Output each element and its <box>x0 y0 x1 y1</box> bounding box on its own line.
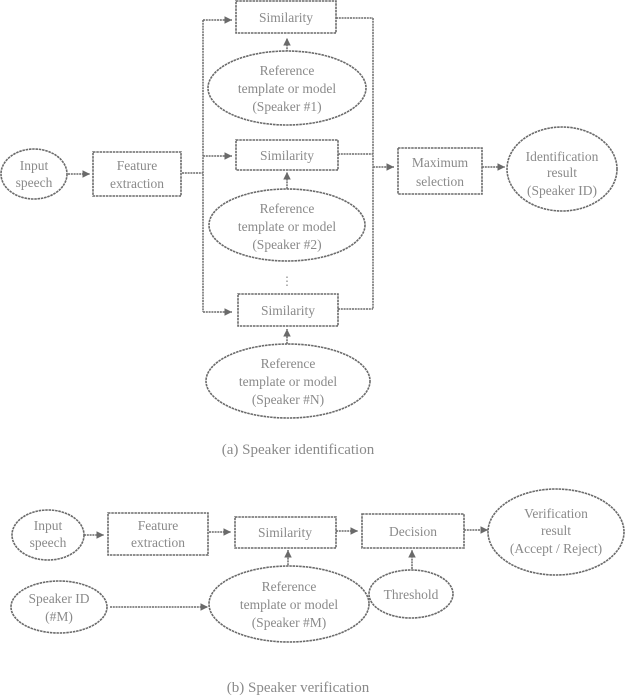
reference-1-label-1: Reference <box>260 63 315 78</box>
similarity-node-1: Similarity <box>235 0 337 34</box>
maximum-selection-node: Maximum selection <box>397 147 483 195</box>
input-speech-label-1: Input <box>20 158 49 173</box>
v-reference-label-1: Reference <box>262 579 317 594</box>
v-result-label-2: result <box>541 523 571 538</box>
caption-identification: (a) Speaker identification <box>222 442 375 458</box>
max-selection-label-1: Maximum <box>412 155 469 170</box>
reference-1-label-2: template or model <box>238 81 336 96</box>
v-input-speech-label-1: Input <box>34 518 63 533</box>
v-feature-extraction-label-1: Feature <box>138 518 178 533</box>
reference-node-n: Reference template or model (Speaker #N) <box>205 343 371 419</box>
v-feature-extraction-label-2: extraction <box>131 535 185 550</box>
verification-diagram: Input speech Feature extraction Similari… <box>10 488 625 696</box>
speaker-id-label-1: Speaker ID <box>28 591 89 606</box>
ellipsis-more-speakers: ⋮ <box>281 274 293 288</box>
v-result-label-1: Verification <box>524 506 588 521</box>
v-input-speech-label-2: speech <box>30 535 67 550</box>
similarity-node-2: Similarity <box>235 139 339 171</box>
v-reference-label-2: template or model <box>240 597 338 612</box>
id-result-label-1: Identification <box>526 149 599 164</box>
reference-n-label-1: Reference <box>261 356 316 371</box>
id-result-label-2: result <box>547 165 577 180</box>
feature-extraction-label-1: Feature <box>117 158 157 173</box>
verification-result-node: Verification result (Accept / Reject) <box>487 488 625 576</box>
similarity-node-n: Similarity <box>237 293 339 327</box>
decision-label: Decision <box>389 524 437 539</box>
reference-2-label-1: Reference <box>260 201 315 216</box>
decision-node: Decision <box>361 513 465 549</box>
identification-diagram: Input speech Feature extraction Similari… <box>0 0 618 458</box>
threshold-node: Threshold <box>368 569 454 619</box>
threshold-label: Threshold <box>384 587 439 602</box>
v-result-label-3: (Accept / Reject) <box>510 541 602 556</box>
reference-2-label-3: (Speaker #2) <box>252 237 321 252</box>
caption-verification: (b) Speaker verification <box>227 680 370 696</box>
max-selection-label-2: selection <box>416 174 464 189</box>
speaker-id-label-2: (#M) <box>45 609 73 624</box>
reference-1-label-3: (Speaker #1) <box>252 99 321 114</box>
id-result-label-3: (Speaker ID) <box>527 183 597 198</box>
reference-n-label-3: (Speaker #N) <box>252 392 324 407</box>
v-input-speech-node: Input speech <box>11 509 85 561</box>
speaker-id-node: Speaker ID (#M) <box>10 580 108 634</box>
feature-extraction-node: Feature extraction <box>92 151 182 197</box>
similarity-2-label: Similarity <box>260 148 314 163</box>
v-similarity-label: Similarity <box>258 525 312 540</box>
v-reference-node: Reference template or model (Speaker #M) <box>208 565 370 643</box>
reference-node-2: Reference template or model (Speaker #2) <box>208 188 366 262</box>
similarity-1-label: Similarity <box>259 10 313 25</box>
similarity-n-label: Similarity <box>261 303 315 318</box>
input-speech-label-2: speech <box>16 175 53 190</box>
v-reference-label-3: (Speaker #M) <box>252 615 327 630</box>
reference-n-label-2: template or model <box>239 374 337 389</box>
input-speech-node: Input speech <box>0 148 68 200</box>
feature-extraction-label-2: extraction <box>110 176 164 191</box>
identification-result-node: Identification result (Speaker ID) <box>506 126 618 212</box>
reference-node-1: Reference template or model (Speaker #1) <box>207 50 367 126</box>
v-similarity-node: Similarity <box>234 516 337 549</box>
reference-2-label-2: template or model <box>238 219 336 234</box>
v-feature-extraction-node: Feature extraction <box>107 512 209 556</box>
